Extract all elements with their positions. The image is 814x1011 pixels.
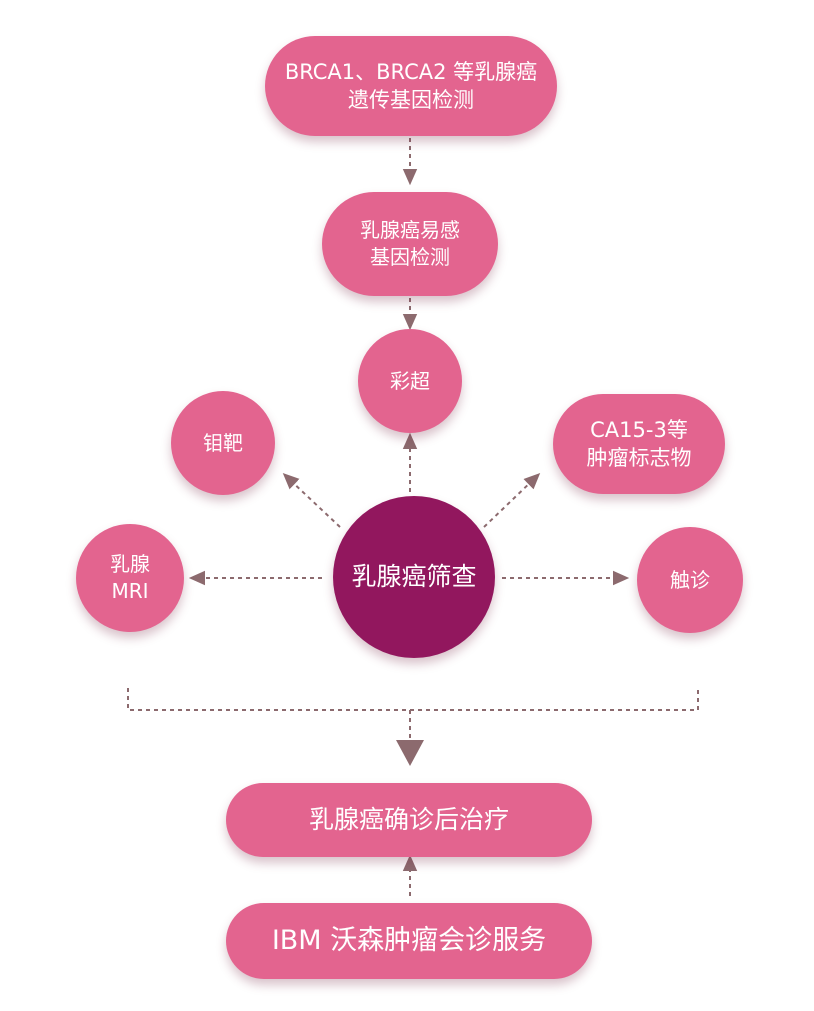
susceptibility-test-node: 乳腺癌易感 基因检测 xyxy=(322,192,498,296)
mammography-label: 钼靶 xyxy=(203,430,243,455)
tumor-marker-label: CA15-3等 肿瘤标志物 xyxy=(586,417,692,470)
center-screening-node: 乳腺癌筛查 xyxy=(333,496,495,658)
mri-node: 乳腺 MRI xyxy=(76,524,184,632)
ibm-consult-node: IBM 沃森肿瘤会诊服务 xyxy=(226,903,592,979)
mammography-node: 钼靶 xyxy=(171,391,275,495)
arrow-center-to-tumor-marker xyxy=(483,473,541,528)
ultrasound-label: 彩超 xyxy=(390,368,430,393)
genetic-test-label: BRCA1、BRCA2 等乳腺癌 遗传基因检测 xyxy=(284,59,538,112)
genetic-test-node: BRCA1、BRCA2 等乳腺癌 遗传基因检测 xyxy=(265,36,557,136)
bracket-collector xyxy=(127,688,699,711)
ultrasound-node: 彩超 xyxy=(358,329,462,433)
tumor-marker-node: CA15-3等 肿瘤标志物 xyxy=(553,394,725,494)
bracket-arrowhead xyxy=(396,740,424,766)
ibm-consult-label: IBM 沃森肿瘤会诊服务 xyxy=(271,924,547,956)
susceptibility-test-label: 乳腺癌易感 基因检测 xyxy=(360,218,460,269)
palpation-node: 触诊 xyxy=(637,527,743,633)
center-screening-label: 乳腺癌筛查 xyxy=(351,562,477,592)
palpation-label: 触诊 xyxy=(670,567,710,592)
arrow-center-to-mammography xyxy=(282,473,341,528)
treatment-label: 乳腺癌确诊后治疗 xyxy=(308,805,509,835)
mri-label: 乳腺 MRI xyxy=(110,552,150,603)
treatment-node: 乳腺癌确诊后治疗 xyxy=(226,783,592,857)
